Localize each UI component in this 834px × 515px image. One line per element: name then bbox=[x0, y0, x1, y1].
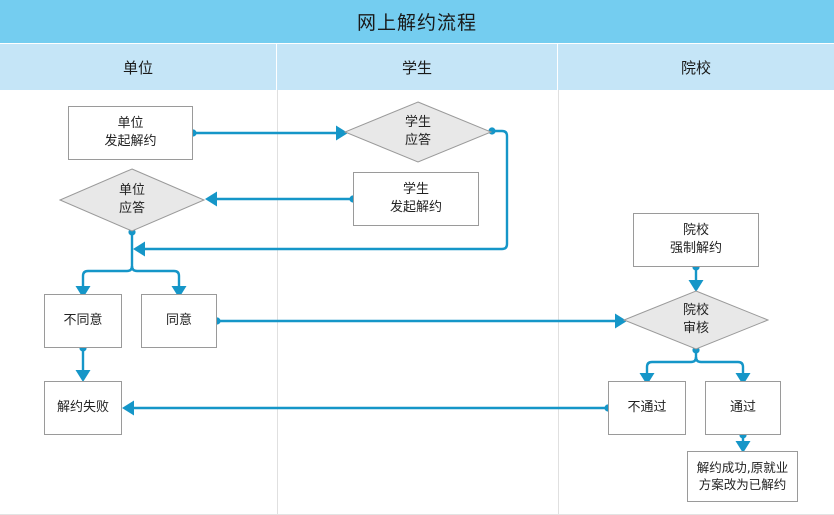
lane-header-school: 院校 bbox=[558, 44, 834, 90]
node-student-initiate[interactable]: 学生发起解约 bbox=[353, 172, 479, 226]
node-employer-respond[interactable]: 单位应答 bbox=[59, 168, 205, 232]
node-employer-initiate[interactable]: 单位发起解约 bbox=[68, 106, 193, 160]
lane-header-employer: 单位 bbox=[0, 44, 277, 90]
node-terminate-failed[interactable]: 解约失败 bbox=[44, 381, 122, 435]
lane-header-school-label: 院校 bbox=[680, 58, 711, 77]
node-terminate-failed-label: 解约失败 bbox=[56, 400, 109, 416]
lane-divider-1 bbox=[277, 90, 278, 514]
chart-title-bar: 网上解约流程 bbox=[0, 0, 834, 43]
node-review-rejected[interactable]: 不通过 bbox=[608, 381, 686, 435]
node-student-initiate-label: 学生发起解约 bbox=[389, 182, 442, 215]
page-title: 网上解约流程 bbox=[356, 12, 477, 34]
lane-header-employer-label: 单位 bbox=[122, 58, 153, 77]
node-employer-initiate-label: 单位发起解约 bbox=[104, 116, 157, 149]
node-terminate-success-label: 解约成功,原就业方案改为已解约 bbox=[696, 459, 789, 492]
node-review-passed[interactable]: 通过 bbox=[705, 381, 781, 435]
node-employer-disagree-label: 不同意 bbox=[63, 313, 103, 329]
node-employer-disagree[interactable]: 不同意 bbox=[44, 294, 122, 348]
lane-header-student: 学生 bbox=[277, 44, 558, 90]
edge-disagree-to-failed bbox=[75, 344, 91, 382]
node-school-force[interactable]: 院校强制解约 bbox=[633, 213, 759, 267]
node-terminate-success[interactable]: 解约成功,原就业方案改为已解约 bbox=[687, 451, 798, 502]
lane-divider-2 bbox=[558, 90, 559, 514]
node-employer-respond-label: 单位应答 bbox=[118, 183, 145, 216]
node-school-review-label: 院校审核 bbox=[682, 303, 709, 336]
node-student-respond-label: 学生应答 bbox=[404, 115, 431, 148]
edge-agree-to-school-review bbox=[213, 313, 627, 329]
node-review-rejected-label: 不通过 bbox=[627, 400, 667, 416]
flowchart-canvas: 单位发起解约 单位应答 不同意 同意 解约失败 学生应答 bbox=[0, 90, 834, 515]
node-employer-agree-label: 同意 bbox=[165, 313, 192, 329]
lane-header-student-label: 学生 bbox=[401, 58, 432, 77]
node-school-force-label: 院校强制解约 bbox=[669, 223, 722, 256]
node-student-respond[interactable]: 学生应答 bbox=[344, 101, 492, 163]
edge-student-initiate-to-employer-respond bbox=[205, 191, 357, 207]
node-review-passed-label: 通过 bbox=[729, 400, 756, 416]
node-employer-agree[interactable]: 同意 bbox=[141, 294, 217, 348]
edge-employer-respond-split bbox=[75, 228, 187, 298]
edge-school-review-split bbox=[639, 346, 751, 385]
edge-employer-initiate-to-student-respond bbox=[189, 125, 348, 141]
edge-school-force-to-review bbox=[688, 263, 704, 292]
node-school-review[interactable]: 院校审核 bbox=[623, 290, 769, 350]
edge-rejected-to-failed bbox=[122, 400, 612, 416]
